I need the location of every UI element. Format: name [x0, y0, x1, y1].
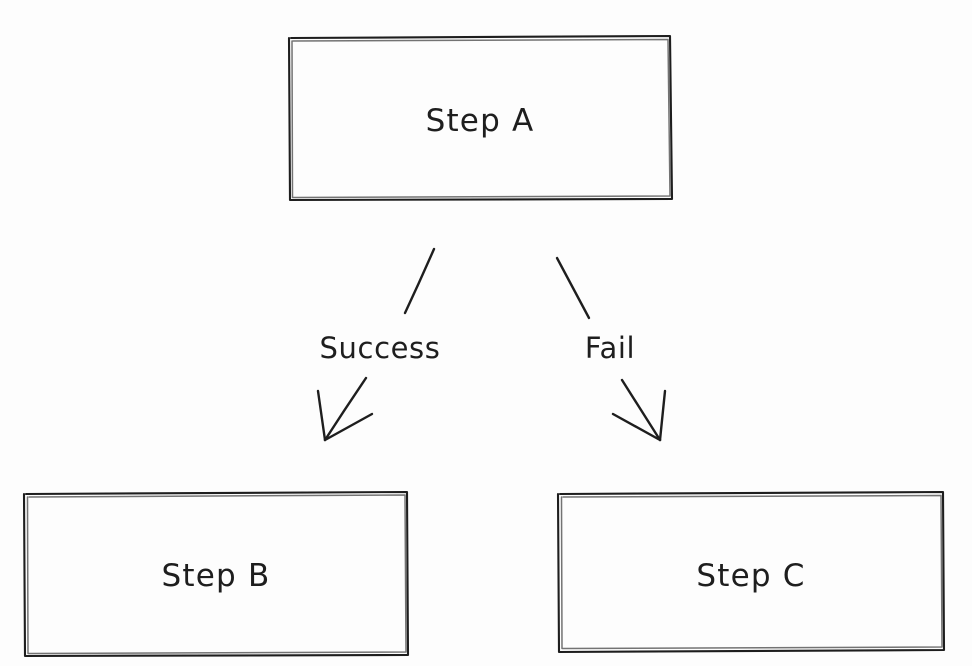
edge-success-line-upper: [403, 247, 436, 315]
step-a-border-ghost: [291, 38, 671, 199]
step-a-border: [287, 34, 674, 202]
step-b-label: Step B: [162, 558, 271, 594]
edge-fail-line-lower: [620, 378, 662, 442]
edge-success[interactable]: Success: [316, 247, 441, 442]
node-step-c[interactable]: Step C: [556, 490, 946, 654]
edge-fail-label: Fail: [585, 331, 635, 365]
edge-success-arrowhead-barb-right: [323, 412, 374, 442]
edge-fail-arrowhead-barb-right: [658, 389, 667, 442]
step-b-border-ghost: [26, 494, 407, 655]
step-b-border: [22, 490, 410, 658]
edge-fail-line-upper: [555, 256, 591, 320]
edge-success-label: Success: [320, 331, 441, 365]
node-step-a[interactable]: Step A: [287, 34, 674, 202]
edge-success-line-lower: [323, 376, 368, 442]
edge-fail-arrowhead-barb-left: [611, 412, 662, 442]
edge-success-arrowhead-barb-left: [316, 389, 327, 442]
step-c-border: [556, 490, 946, 654]
step-a-label: Step A: [426, 103, 535, 139]
node-step-b[interactable]: Step B: [22, 490, 410, 658]
step-c-label: Step C: [696, 558, 805, 594]
edge-fail[interactable]: Fail: [555, 256, 667, 442]
step-c-border-ghost: [560, 494, 943, 650]
